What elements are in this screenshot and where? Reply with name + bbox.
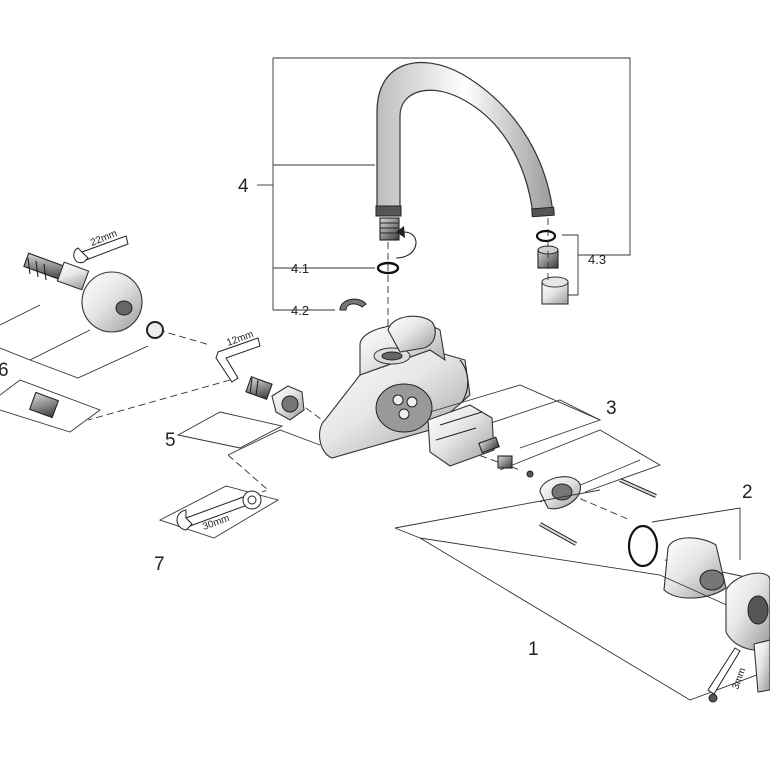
retaining-clip — [339, 298, 367, 311]
spout-o-ring — [376, 261, 400, 275]
sleeve-o-ring — [627, 524, 659, 568]
connector-detail — [28, 391, 60, 419]
cartridge-group: 3 — [427, 384, 662, 546]
spout-assembly: 4 4.1 4.2 4.3 — [238, 57, 631, 340]
label-part-4-2: 4.2 — [291, 303, 309, 318]
label-part-4-3: 4.3 — [588, 252, 606, 267]
ceramic-cartridge — [427, 404, 500, 467]
label-part-6: 6 — [0, 360, 9, 381]
screw — [526, 470, 534, 478]
label-part-5: 5 — [165, 430, 176, 451]
label-part-2: 2 — [742, 482, 753, 503]
aerator-washer — [535, 229, 557, 243]
connector-group: 12mm 5 — [165, 329, 323, 493]
spindle-adapter — [497, 455, 513, 469]
hex-key-3-icon — [707, 647, 741, 703]
union-nut — [271, 385, 305, 421]
spout-threaded-end — [379, 217, 400, 241]
label-part-7: 7 — [154, 554, 165, 575]
wall-connection-group: 22mm 6 — [0, 228, 231, 433]
sleeve — [663, 537, 727, 599]
spanner-icon — [176, 490, 262, 531]
sleeve-group: 2 — [627, 482, 761, 599]
fixing-bolt — [539, 478, 657, 546]
label-part-4-1: 4.1 — [291, 261, 309, 276]
spanner-tool-group: 30mm 7 — [154, 485, 280, 575]
wall-rosette — [81, 271, 143, 333]
handle-group: 3mm 1 — [394, 489, 770, 703]
eccentric-connector — [23, 252, 90, 291]
seal-washer — [146, 321, 164, 339]
label-part-1: 1 — [528, 639, 539, 660]
label-part-3: 3 — [606, 398, 617, 419]
hex-key-icon — [215, 337, 261, 383]
aerator-housing — [541, 276, 569, 305]
label-part-4: 4 — [238, 176, 249, 197]
mixer-body — [319, 315, 471, 459]
open-wrench-icon — [73, 235, 129, 264]
cartridge-nut — [539, 476, 581, 510]
spout-tube — [376, 61, 554, 216]
threaded-nipple — [245, 376, 273, 400]
lever-handle — [725, 572, 770, 693]
rotation-arrow-icon — [395, 231, 417, 259]
